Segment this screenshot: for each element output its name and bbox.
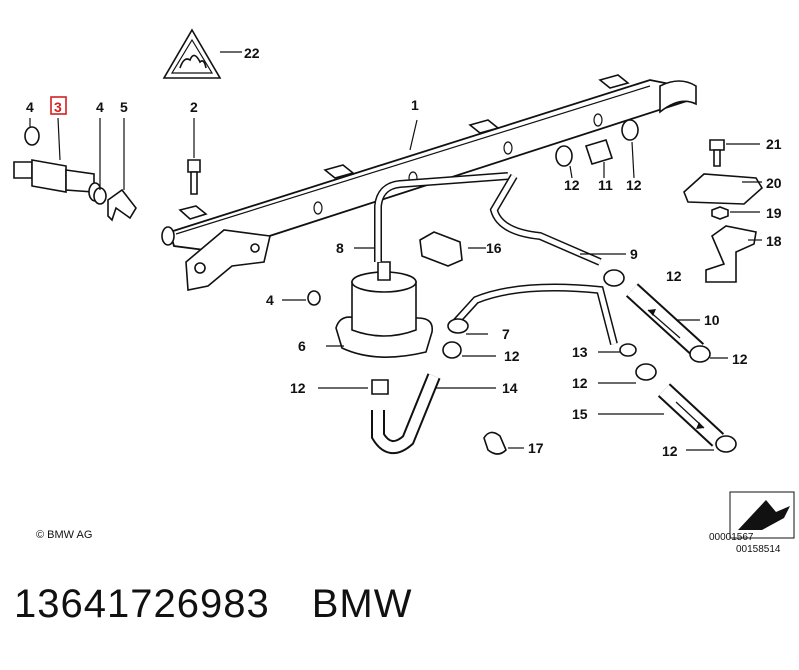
o-ring: [24, 126, 40, 146]
callout-4: 4: [266, 292, 274, 308]
warning-triangle-icon: [162, 28, 242, 79]
callout-12: 12: [504, 348, 520, 364]
callout-11: 11: [598, 177, 613, 193]
callout-13: 13: [572, 344, 588, 360]
hose-10: [603, 269, 728, 363]
callout-4: 4: [96, 99, 104, 115]
callout-12: 12: [626, 177, 642, 193]
callout-20: 20: [766, 175, 782, 191]
part-footer: 13641726983 BMW: [14, 582, 454, 627]
diagram-code-2: 00158514: [736, 544, 781, 555]
brand-name: BMW: [311, 582, 413, 626]
callout-19: 19: [766, 205, 782, 221]
clip-17: [483, 431, 507, 455]
fuel-rail: [168, 79, 697, 253]
callout-2: 2: [190, 99, 198, 115]
callout-9: 9: [630, 246, 638, 262]
callout-18: 18: [766, 233, 782, 249]
bolt: [187, 118, 201, 195]
parts-diagram: 22 4 3 4 5 2 1 12 11 12 21 20 19 18 8 16…: [13, 28, 795, 555]
callout-12: 12: [572, 375, 588, 391]
callout-12: 12: [666, 268, 682, 284]
callout-22-label: 22: [244, 45, 260, 61]
callout-12: 12: [290, 380, 306, 396]
bolt-21: [709, 139, 760, 167]
rail-end-bracket: [185, 229, 271, 291]
hose-15: [598, 363, 737, 453]
washer: [307, 290, 321, 306]
callout-15: 15: [572, 406, 588, 422]
injector-bosses: [178, 74, 630, 220]
injector-clip: [107, 188, 137, 222]
copyright: © BMW AG: [36, 529, 92, 541]
callout-7: 7: [502, 326, 510, 342]
callout-1: 1: [411, 97, 419, 113]
callout-21: 21: [766, 136, 782, 152]
callout-5: 5: [120, 99, 128, 115]
nut: [711, 206, 729, 220]
highlight-box: [50, 96, 67, 115]
callout-17: 17: [528, 440, 544, 456]
callout-8: 8: [336, 240, 344, 256]
callout-6: 6: [298, 338, 306, 354]
callout-16: 16: [486, 240, 502, 256]
diagram-code-box: [729, 491, 795, 539]
callout-3-highlighted: 3: [54, 99, 62, 115]
callout-14: 14: [502, 380, 518, 396]
callout-4: 4: [26, 99, 34, 115]
callout-12: 12: [662, 443, 678, 459]
mounting-block: [419, 231, 463, 267]
callout-12: 12: [564, 177, 580, 193]
callout-10: 10: [704, 312, 720, 328]
o-ring: [93, 187, 107, 205]
bracket-20: [683, 173, 764, 205]
diagram-code-1: 00001567: [709, 532, 754, 543]
part-number: 13641726983: [14, 582, 270, 626]
pressure-regulator: [326, 261, 434, 358]
callout-12: 12: [732, 351, 748, 367]
bracket-18: [705, 225, 757, 283]
hose-clamps: [555, 119, 639, 179]
